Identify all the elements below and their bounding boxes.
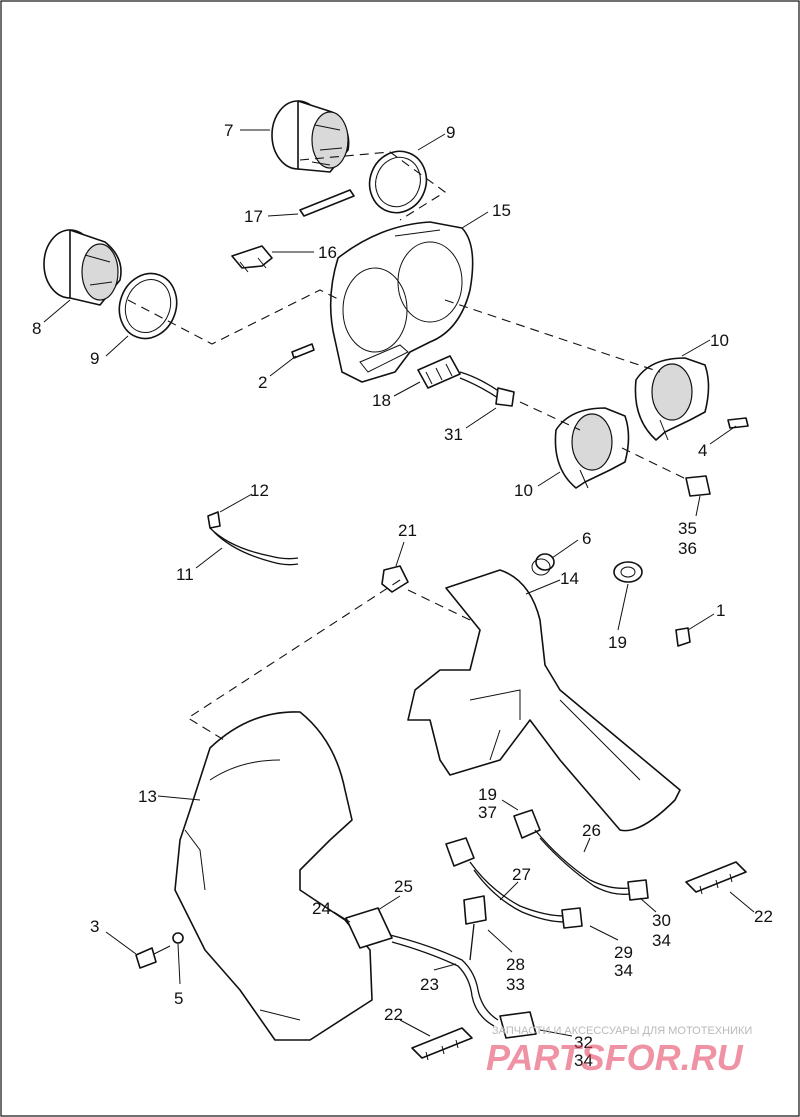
callout-5: 5 <box>174 989 183 1008</box>
callout-34: 34 <box>574 1051 593 1070</box>
part-35-36-connector <box>685 475 711 497</box>
callout-36: 36 <box>678 539 697 558</box>
callout-9: 9 <box>446 123 455 142</box>
callout-18: 18 <box>372 391 391 410</box>
callout-10: 10 <box>710 331 729 350</box>
part-1-fastener <box>675 627 691 647</box>
callout-30: 30 <box>652 911 671 930</box>
assembly-dashed-lines <box>127 151 689 741</box>
part-19-clamp <box>613 561 643 583</box>
part-15-gauge-bracket <box>329 221 474 383</box>
watermark-logo: PARTSFOR.RU <box>486 1037 744 1078</box>
part-18-connector <box>417 355 461 389</box>
part-2-screw <box>291 343 315 359</box>
part-11-12-bulb-wire <box>207 511 299 566</box>
callout-29: 29 <box>614 943 633 962</box>
callout-25: 25 <box>394 877 413 896</box>
callout-19: 19 <box>608 633 627 652</box>
callout-28: 28 <box>506 955 525 974</box>
part-10-housing-right <box>634 357 710 441</box>
part-8-gauge <box>43 229 122 306</box>
part-21-clip <box>381 565 409 593</box>
callout-22: 22 <box>384 1005 403 1024</box>
callout-23: 23 <box>420 975 439 994</box>
part-16-clip <box>231 245 273 273</box>
callout-7: 7 <box>224 121 233 140</box>
part-4-screw <box>727 417 749 429</box>
part-22-bracket-right <box>685 861 747 895</box>
callout-labels: 7 9 17 15 16 8 9 10 2 18 31 4 10 35 36 1… <box>32 121 773 1070</box>
callout-13: 13 <box>138 787 157 806</box>
callout-14: 14 <box>560 569 579 588</box>
callout-37: 37 <box>478 803 497 822</box>
callout-21: 21 <box>398 521 417 540</box>
callout-19: 19 <box>478 785 497 804</box>
callout-33: 33 <box>506 975 525 994</box>
part-23-25-harness <box>345 895 537 1039</box>
callout-9: 9 <box>90 349 99 368</box>
part-26-harness <box>513 809 649 901</box>
part-22-bracket-bottom <box>411 1027 473 1061</box>
callout-6: 6 <box>582 529 591 548</box>
callout-31: 31 <box>444 425 463 444</box>
callout-2: 2 <box>258 373 267 392</box>
leader-lines <box>43 129 755 1037</box>
callout-8: 8 <box>32 319 41 338</box>
callout-11: 11 <box>176 565 194 584</box>
part-13-left-shroud <box>174 711 373 1041</box>
callout-27: 27 <box>512 865 531 884</box>
callout-3: 3 <box>90 917 99 936</box>
callout-16: 16 <box>318 243 337 262</box>
callout-22: 22 <box>754 907 773 926</box>
callout-34: 34 <box>614 961 633 980</box>
part-3-bolt <box>135 945 171 969</box>
callout-17: 17 <box>244 207 263 226</box>
callout-32: 32 <box>574 1033 593 1052</box>
part-6-grommet <box>531 553 555 576</box>
part-17-strip <box>299 189 355 217</box>
part-7-gauge <box>271 100 350 173</box>
part-5-washer <box>172 932 184 944</box>
callout-34: 34 <box>652 931 671 950</box>
callout-12: 12 <box>250 481 269 500</box>
part-27-harness <box>445 837 583 929</box>
watermark-tagline: ЗАПЧАСТИ И АКСЕССУАРЫ ДЛЯ МОТОТЕХНИКИ <box>492 1025 752 1037</box>
part-9-ring-left <box>118 272 178 340</box>
callout-10: 10 <box>514 481 533 500</box>
part-31-harness <box>459 371 515 407</box>
part-9-ring-top <box>368 150 428 214</box>
part-10-housing-mid <box>554 407 630 489</box>
callout-4: 4 <box>698 441 707 460</box>
callout-26: 26 <box>582 821 601 840</box>
watermark: ЗАПЧАСТИ И АКСЕССУАРЫ ДЛЯ МОТОТЕХНИКИ PA… <box>486 1025 752 1078</box>
callout-35: 35 <box>678 519 697 538</box>
part-14-right-shroud <box>407 569 681 832</box>
callout-24: 24 <box>312 899 331 918</box>
callout-15: 15 <box>492 201 511 220</box>
callout-1: 1 <box>716 601 725 620</box>
